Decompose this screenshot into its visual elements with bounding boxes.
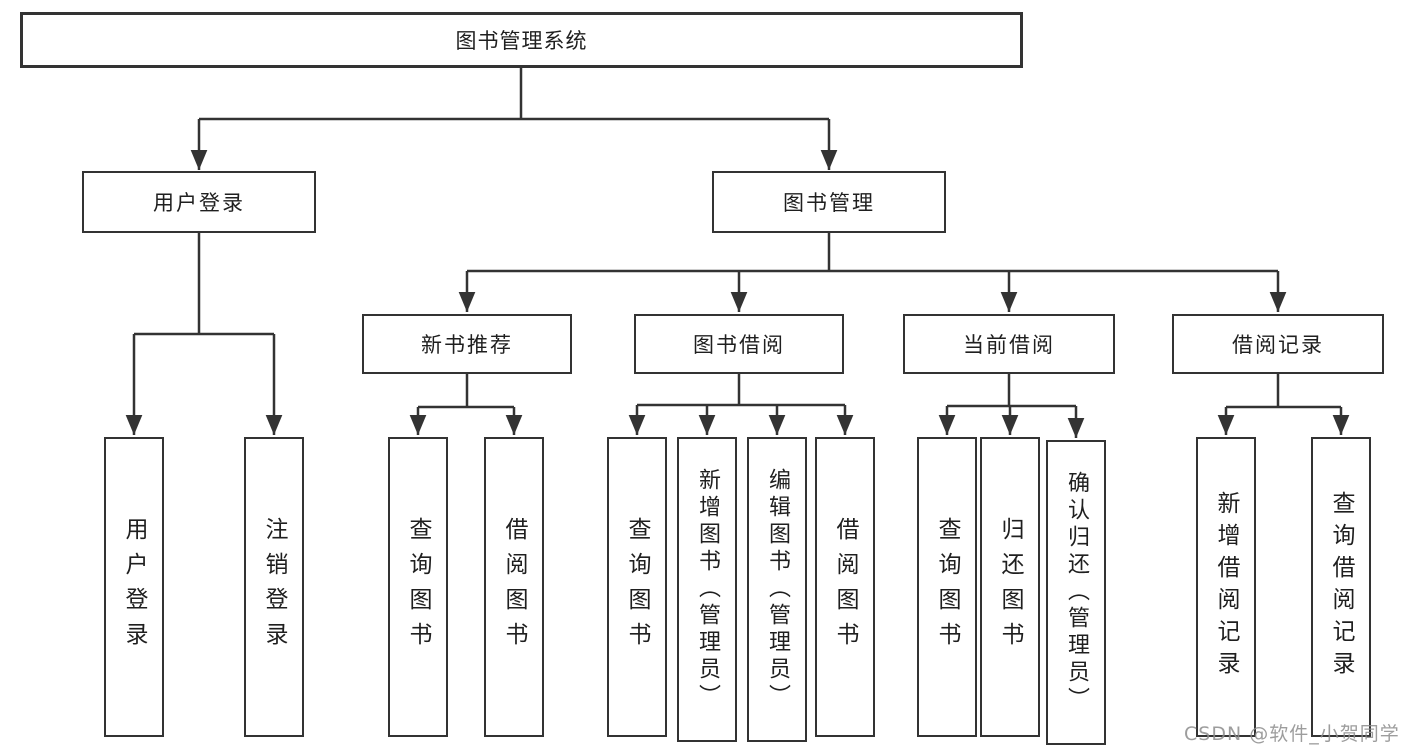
node-user-login: 用户登录	[82, 171, 316, 233]
node-label: 查询图书	[624, 517, 650, 657]
node-label: 借阅图书	[832, 517, 858, 657]
node-leaf-edit-book-admin: 编辑图书（管理员）	[747, 437, 807, 742]
node-library-system: 图书管理系统	[20, 12, 1023, 68]
csdn-watermark: CSDN @软件_小贺同学	[1184, 723, 1400, 745]
node-label: 当前借阅	[963, 333, 1055, 357]
node-leaf-add-book-admin: 新增图书（管理员）	[677, 437, 737, 742]
node-book-borrowing: 图书借阅	[634, 314, 844, 374]
node-leaf-confirm-return-admin: 确认归还（管理员）	[1046, 440, 1106, 745]
node-leaf-return-books: 归还图书	[980, 437, 1040, 737]
node-leaf-user-login: 用户登录	[104, 437, 164, 737]
node-label: 借阅图书	[501, 517, 527, 657]
node-leaf-borrow-books-2: 借阅图书	[815, 437, 875, 737]
node-current-borrowing: 当前借阅	[903, 314, 1115, 374]
node-label: 用户登录	[153, 191, 245, 215]
node-label: 查询图书	[405, 517, 431, 657]
node-leaf-query-books-3: 查询图书	[917, 437, 977, 737]
node-new-book-recommend: 新书推荐	[362, 314, 572, 374]
node-book-management: 图书管理	[712, 171, 946, 233]
node-leaf-query-books-1: 查询图书	[388, 437, 448, 737]
connector-user-login-children	[125, 233, 283, 435]
node-label: 查询图书	[934, 517, 960, 657]
node-label: 新增图书（管理员）	[695, 468, 720, 711]
node-label: 归还图书	[997, 517, 1023, 657]
node-label: 编辑图书（管理员）	[765, 468, 790, 711]
node-leaf-logout: 注销登录	[244, 437, 304, 737]
node-label: 图书管理系统	[455, 29, 588, 53]
connector-book-borrow-children	[628, 374, 854, 435]
node-leaf-query-borrow-record: 查询借阅记录	[1311, 437, 1371, 737]
node-leaf-borrow-books-1: 借阅图书	[484, 437, 544, 737]
node-label: 新书推荐	[421, 333, 513, 357]
node-borrow-records: 借阅记录	[1172, 314, 1384, 374]
node-leaf-query-books-2: 查询图书	[607, 437, 667, 737]
node-leaf-add-borrow-record: 新增借阅记录	[1196, 437, 1256, 737]
connector-book-mgmt-children	[458, 233, 1287, 312]
connector-current-borrow-children	[938, 374, 1085, 438]
node-label: 确认归还（管理员）	[1064, 471, 1089, 714]
node-label: 查询借阅记录	[1328, 491, 1354, 683]
node-label: 用户登录	[121, 517, 147, 657]
node-label: 新增借阅记录	[1213, 491, 1239, 683]
node-label: 图书借阅	[693, 333, 785, 357]
connector-new-books-children	[409, 374, 523, 435]
connector-root-to-level2	[190, 68, 838, 170]
node-label: 借阅记录	[1232, 333, 1324, 357]
node-label: 注销登录	[261, 517, 287, 657]
node-label: 图书管理	[783, 191, 875, 215]
connector-borrow-records-children	[1217, 374, 1350, 435]
